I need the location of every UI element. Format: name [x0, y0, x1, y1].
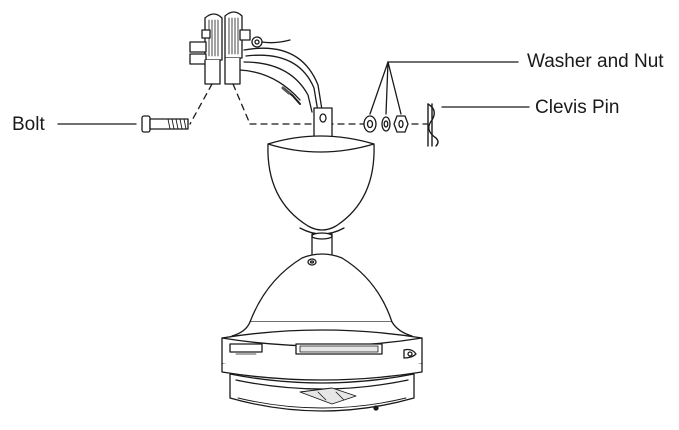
washer-leader-line: [369, 61, 389, 115]
washer-and-nut-label: Washer and Nut: [527, 51, 664, 72]
canopy: [267, 135, 375, 235]
washer2-leader-line: [385, 61, 389, 115]
downrod: [313, 107, 333, 139]
light-kit-ring: [229, 373, 415, 412]
nut-leader-line: [387, 61, 402, 115]
motor-housing-cap: [249, 253, 393, 323]
clevis-pin-label: Clevis Pin: [535, 97, 620, 118]
motor-housing: [221, 321, 423, 381]
mounting-bracket: [189, 11, 291, 85]
callout-lines: [57, 61, 530, 125]
wires: [239, 47, 323, 113]
bolt-label: Bolt: [12, 114, 45, 135]
bolt-icon: [141, 115, 189, 133]
alignment-dashes: [189, 83, 429, 125]
clevis-pin-icon: [427, 103, 439, 147]
lower-downrod: [311, 232, 333, 259]
washer-and-nut-icon: [363, 115, 409, 133]
